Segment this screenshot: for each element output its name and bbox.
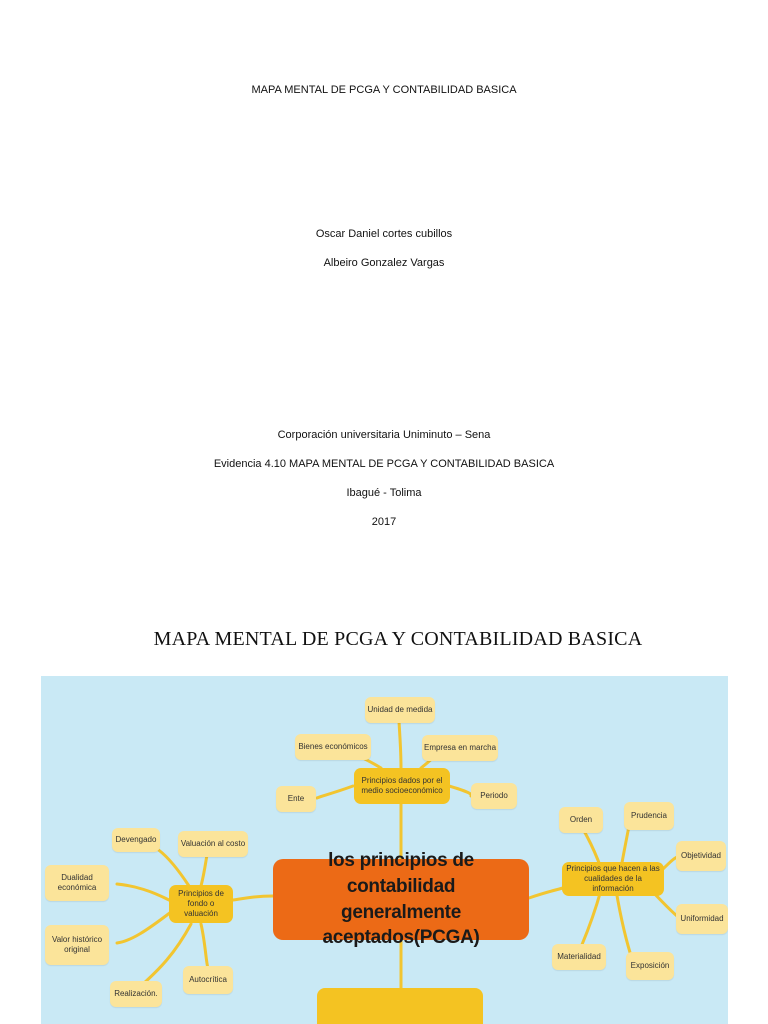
leaf-objetividad: Objetividad bbox=[676, 841, 726, 871]
leaf-valor-line1: Valor histórico bbox=[51, 935, 103, 945]
leaf-ente: Ente bbox=[276, 786, 316, 812]
leaf-devengado: Devengado bbox=[112, 828, 160, 852]
link-right-materialidad bbox=[577, 888, 603, 954]
leaf-exposicion: Exposición bbox=[626, 952, 674, 980]
cover-title: MAPA MENTAL DE PCGA Y CONTABILIDAD BASIC… bbox=[251, 84, 517, 96]
link-left-dualidad bbox=[115, 882, 171, 902]
author-2: Albeiro Gonzalez Vargas bbox=[323, 257, 445, 269]
leaf-autocritica: Autocrítica bbox=[183, 966, 233, 994]
leaf-valor-line2: original bbox=[64, 945, 90, 954]
leaf-empresa-en-marcha: Empresa en marcha bbox=[422, 735, 498, 761]
leaf-unidad-de-medida: Unidad de medida bbox=[365, 697, 435, 723]
leaf-dualidad-line2: económica bbox=[57, 883, 97, 892]
link-top-ente bbox=[315, 784, 355, 800]
central-line1: los principios de contabilidad bbox=[328, 850, 474, 897]
leaf-uniformidad: Uniformidad bbox=[676, 904, 728, 934]
hub-left-line1: Principios de bbox=[178, 889, 224, 898]
link-center-left bbox=[231, 894, 275, 902]
leaf-realizacion: Realización. bbox=[110, 981, 162, 1007]
link-left-valor bbox=[115, 910, 173, 945]
leaf-bienes-economicos: Bienes económicos bbox=[295, 734, 371, 760]
link-left-autocritica bbox=[199, 922, 211, 974]
leaf-valuacion-al-costo: Valuación al costo bbox=[178, 831, 248, 857]
hub-top-line1: Principios dados por el bbox=[361, 776, 443, 785]
leaf-periodo: Periodo bbox=[471, 783, 517, 809]
mind-map: Unidad de medida Bienes económicos Empre… bbox=[41, 676, 728, 1024]
year: 2017 bbox=[371, 516, 397, 528]
hub-bottom bbox=[317, 988, 483, 1024]
hub-left-line2: fondo o valuación bbox=[184, 899, 218, 918]
link-top-periodo bbox=[447, 784, 473, 798]
leaf-dualidad-line1: Dualidad bbox=[61, 873, 93, 883]
hub-top-line2: medio socioeconómico bbox=[361, 786, 443, 795]
evidence-title: Evidencia 4.10 MAPA MENTAL DE PCGA Y CON… bbox=[213, 458, 555, 470]
hub-right-line1: Principios que hacen a las bbox=[566, 864, 660, 873]
city: Ibagué - Tolima bbox=[346, 487, 422, 499]
central-line2: generalmente aceptados(PCGA) bbox=[322, 901, 480, 949]
leaf-materialidad: Materialidad bbox=[552, 944, 606, 970]
leaf-orden: Orden bbox=[559, 807, 603, 833]
link-center-right bbox=[527, 886, 565, 900]
institution: Corporación universitaria Uniminuto – Se… bbox=[277, 429, 491, 441]
leaf-prudencia: Prudencia bbox=[624, 802, 674, 830]
hub-right-line2: cualidades de la información bbox=[584, 874, 642, 893]
author-1: Oscar Daniel cortes cubillos bbox=[315, 228, 453, 240]
section-title: MAPA MENTAL DE PCGA Y CONTABILIDAD BASIC… bbox=[153, 628, 643, 650]
link-top-unidad bbox=[397, 718, 403, 770]
